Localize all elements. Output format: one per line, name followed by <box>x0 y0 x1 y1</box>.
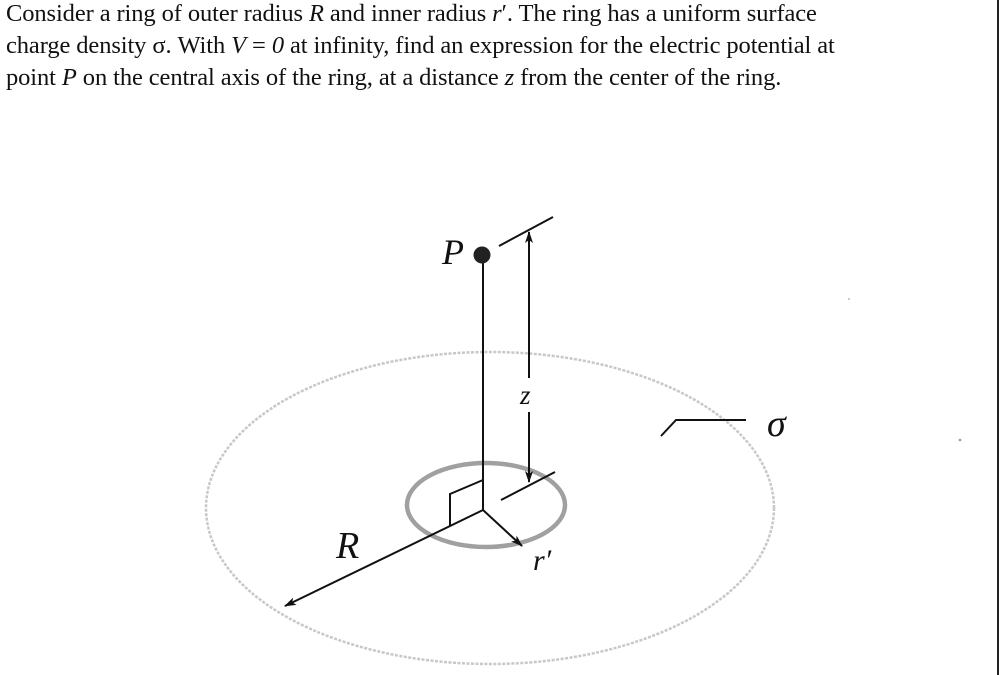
var-R: R <box>308 0 324 27</box>
page-edge <box>997 0 999 675</box>
label-P: P <box>441 232 464 272</box>
var-z: z <box>504 64 515 91</box>
r-prime-arrow <box>482 509 523 547</box>
problem-statement: Consider a ring of outer radius R and in… <box>6 0 996 94</box>
speck <box>848 298 850 300</box>
point-P-dot <box>473 246 491 264</box>
right-angle-marker <box>449 479 484 526</box>
var-r: r <box>492 0 502 27</box>
z-top-tick <box>498 216 554 247</box>
label-R: R <box>335 525 359 567</box>
outer-ring-edge <box>204 350 776 666</box>
var-V: V <box>231 32 247 59</box>
label-z: z <box>519 380 531 410</box>
problem-line-1: Consider a ring of outer radius R and in… <box>6 0 817 27</box>
sigma-leader-line <box>660 419 746 437</box>
speck <box>958 438 962 442</box>
inner-ring-edge <box>404 460 568 550</box>
problem-line-3: point P on the central axis of the ring,… <box>6 64 782 91</box>
var-P: P <box>61 64 77 91</box>
label-sigma: σ <box>767 403 787 445</box>
R-arrow <box>284 509 484 607</box>
label-r-prime: r′ <box>533 544 552 577</box>
z-bottom-tick <box>500 471 556 501</box>
problem-line-2: charge density σ. With V = 0 at infinity… <box>6 32 835 59</box>
value-zero: 0 <box>271 32 284 59</box>
